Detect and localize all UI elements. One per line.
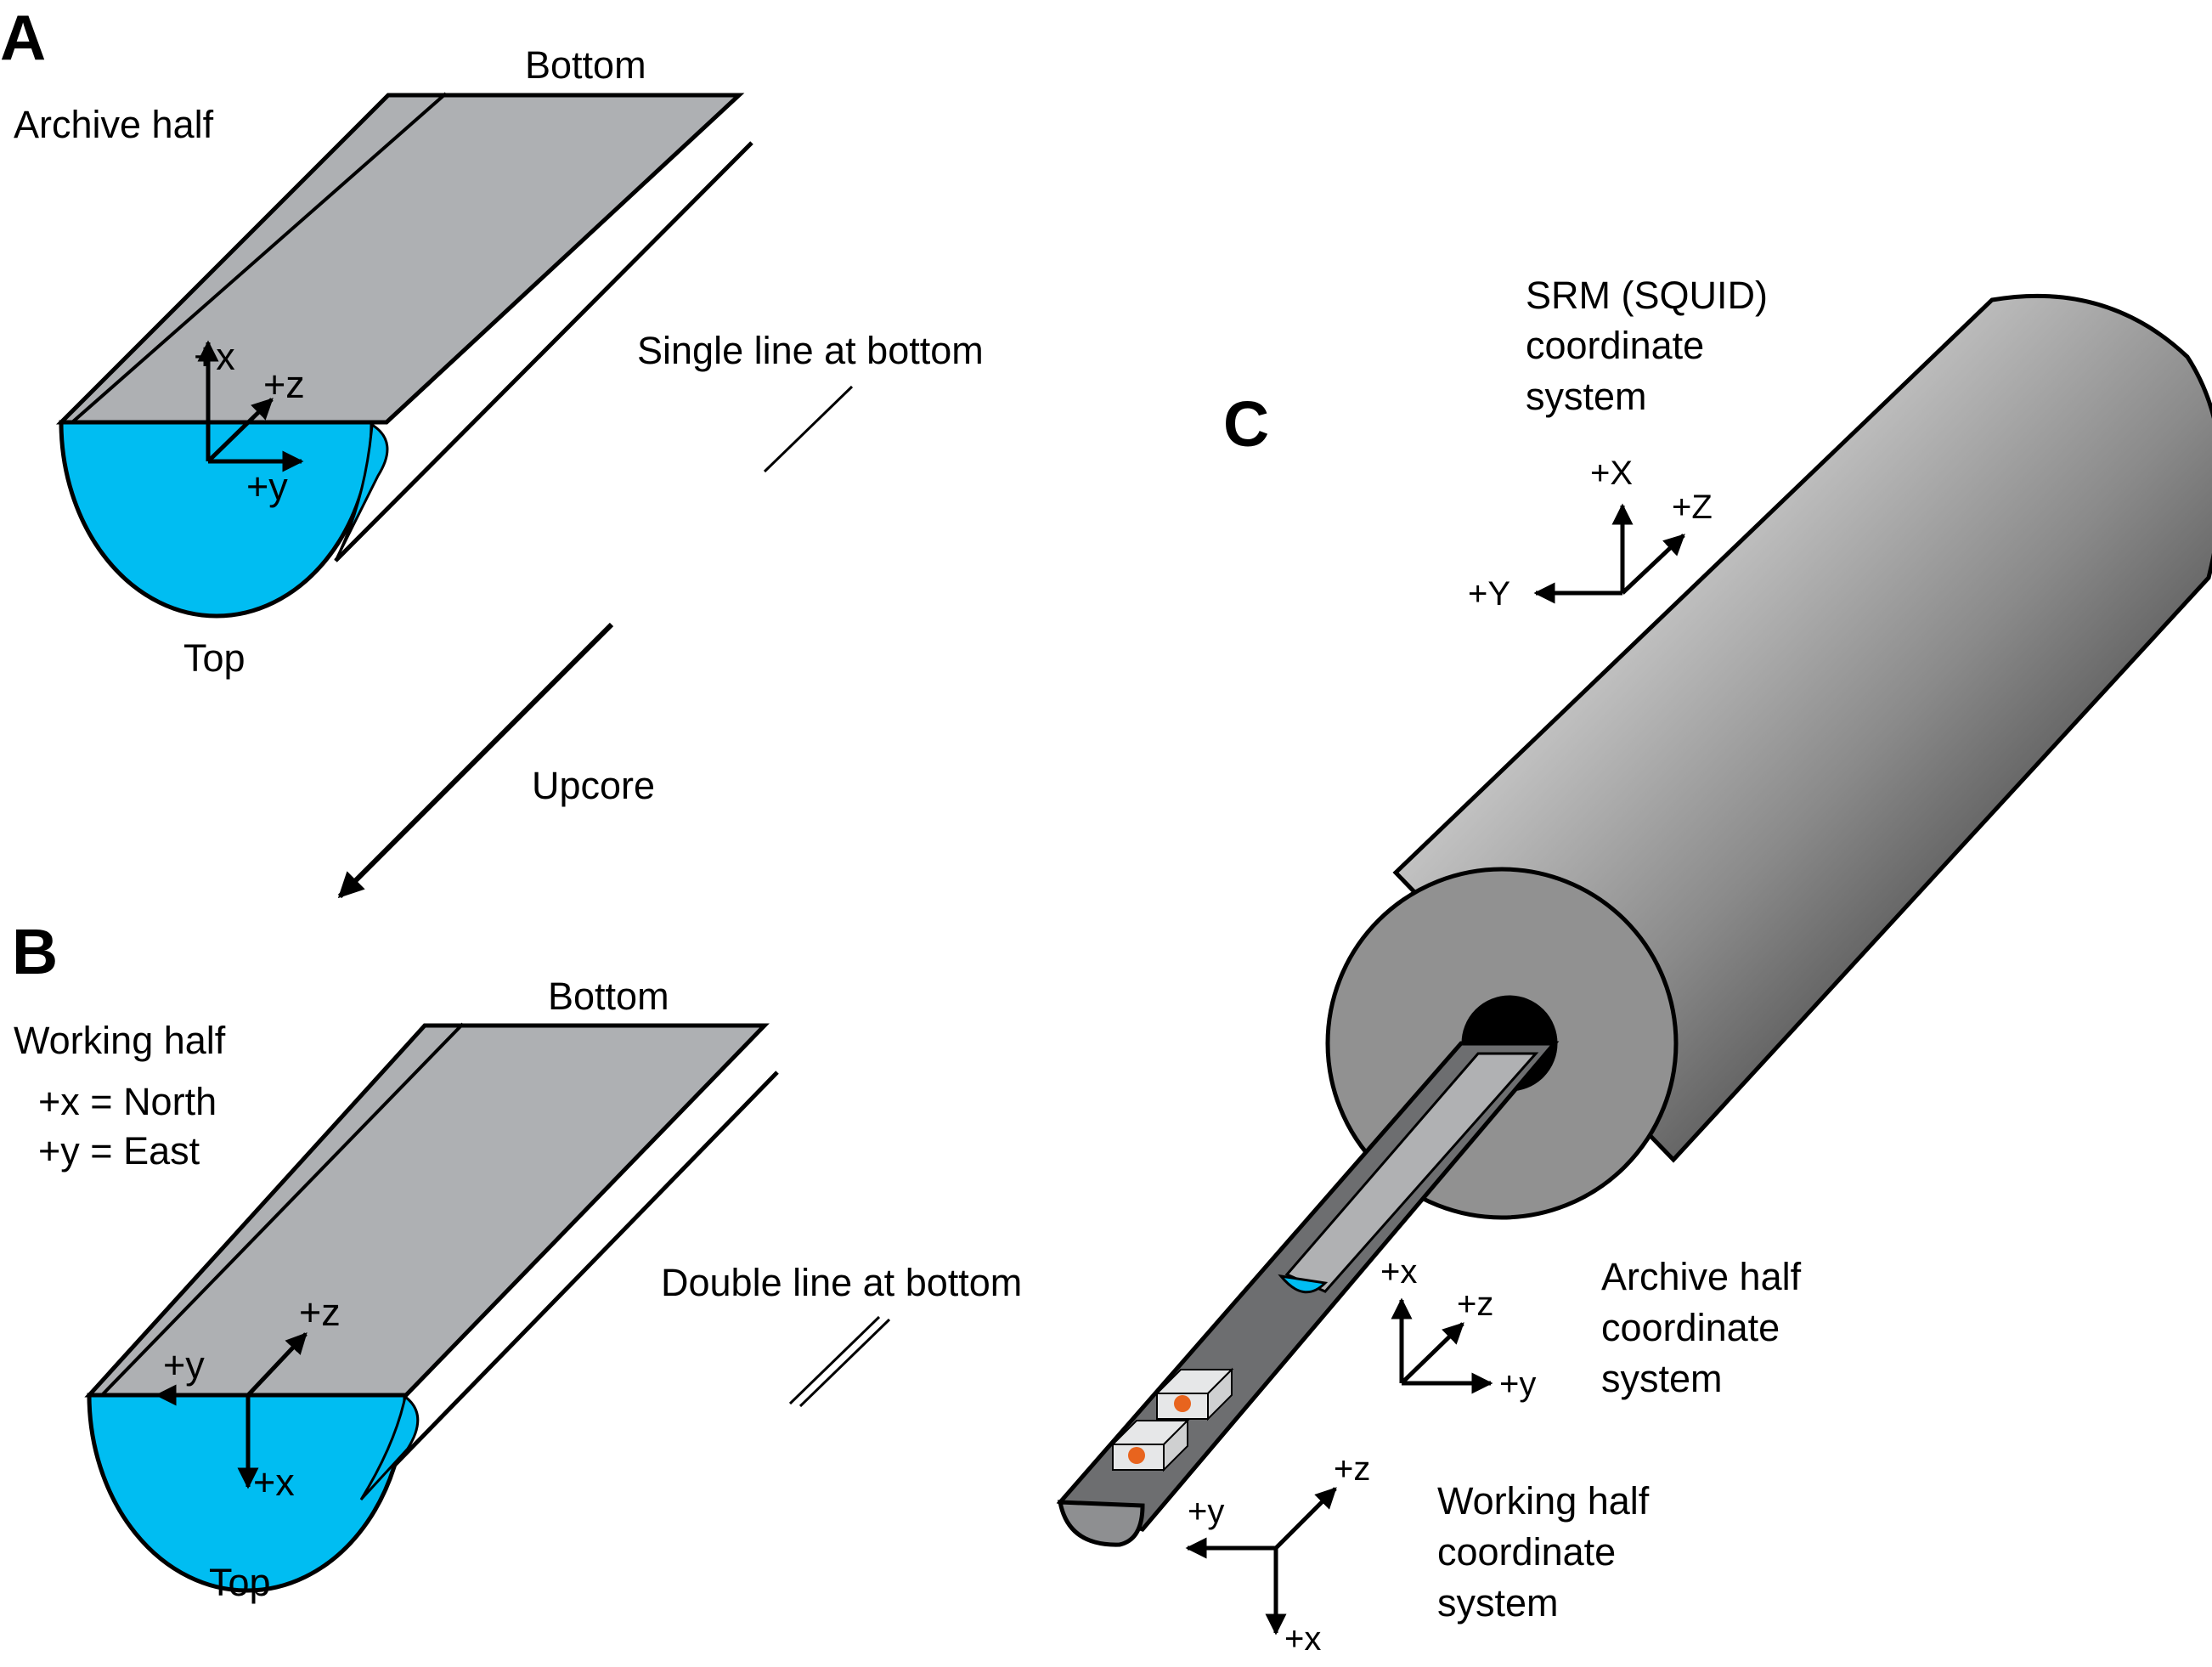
working-c-label-line-2: coordinate xyxy=(1437,1530,1616,1574)
panel-b-bottom-label: Bottom xyxy=(548,975,669,1018)
double-line-legend: Double line at bottom xyxy=(661,1261,1022,1408)
double-line-label: Double line at bottom xyxy=(661,1261,1022,1304)
archive-axis-x-label: +x xyxy=(194,335,235,378)
sample-cube xyxy=(1154,1367,1234,1421)
archive-core-rim-line xyxy=(71,92,448,424)
srm-axis-z-label: +Z xyxy=(1672,489,1713,526)
working-core-shell-line xyxy=(359,1071,779,1501)
double-line-mark-1 xyxy=(788,1315,881,1405)
archive-c-axis-x-label: +x xyxy=(1380,1253,1417,1291)
srm-label-line-3: system xyxy=(1526,375,1647,418)
archive-c-label-line-1: Archive half xyxy=(1601,1255,1802,1298)
panel-b-note-east: +y = East xyxy=(38,1129,200,1173)
srm-axes: +X +Z +Y xyxy=(1468,455,1713,613)
srm-axis-y-label: +Y xyxy=(1468,575,1510,613)
working-c-label-line-1: Working half xyxy=(1437,1479,1650,1523)
archive-axis-z-label: +z xyxy=(263,363,305,406)
archive-half-mini-section xyxy=(1278,1274,1329,1294)
panel-c-letter: C xyxy=(1223,388,1269,460)
working-half-axes: +z +y +x xyxy=(155,1291,341,1504)
panel-c: C xyxy=(1056,274,2212,1658)
panel-b: B Working half +x = North +y = East Bott… xyxy=(12,916,779,1604)
panel-a-bottom-label: Bottom xyxy=(525,43,646,87)
working-half-c-axes: +z +y +x xyxy=(1185,1450,1370,1658)
archive-c-axis-z-label: +z xyxy=(1457,1286,1493,1323)
archive-core-side-sliver xyxy=(334,422,389,562)
working-core-end-cap xyxy=(87,1393,408,1593)
archive-core-shell-line xyxy=(334,141,753,562)
upcore-label: Upcore xyxy=(532,764,655,807)
archive-c-axis-y-label: +y xyxy=(1499,1365,1536,1403)
working-axis-y-label: +y xyxy=(163,1343,205,1387)
srm-label-line-1: SRM (SQUID) xyxy=(1526,274,1768,317)
working-core-rim-line xyxy=(100,1022,465,1397)
archive-half-axes: +x +z +y xyxy=(194,335,305,508)
working-c-axis-y-label: +y xyxy=(1188,1493,1224,1530)
archive-c-label-line-2: coordinate xyxy=(1601,1306,1780,1349)
sample-tray xyxy=(1056,1041,1560,1547)
archive-c-label-line-3: system xyxy=(1601,1357,1723,1400)
panel-a-title: Archive half xyxy=(14,103,214,146)
panel-a: A Archive half Bottom +x +z +y Top xyxy=(0,2,753,680)
working-core-side-sliver xyxy=(359,1394,420,1501)
srm-label-line-2: coordinate xyxy=(1526,324,1704,367)
panel-b-top-label: Top xyxy=(209,1561,271,1604)
panel-b-note-north: +x = North xyxy=(38,1080,217,1123)
single-line-label: Single line at bottom xyxy=(637,329,984,372)
working-axis-z-label: +z xyxy=(299,1291,341,1334)
working-axis-x-label: +x xyxy=(253,1461,295,1504)
archive-half-c-axes: +x +z +y xyxy=(1380,1253,1536,1403)
tray-end-cap xyxy=(1057,1500,1145,1547)
upcore-arrow: Upcore xyxy=(337,622,655,899)
double-line-mark-2 xyxy=(798,1318,891,1408)
panel-b-title: Working half xyxy=(14,1019,226,1062)
panel-a-top-label: Top xyxy=(183,636,245,680)
archive-axis-y-label: +y xyxy=(246,465,288,508)
working-c-axis-x-label: +x xyxy=(1284,1620,1321,1658)
single-line-legend: Single line at bottom xyxy=(637,329,984,473)
panel-a-letter: A xyxy=(0,2,46,73)
srm-axis-x-label: +X xyxy=(1590,455,1633,492)
panel-b-letter: B xyxy=(12,916,58,987)
working-c-label-line-3: system xyxy=(1437,1581,1559,1625)
working-c-axis-z-label: +z xyxy=(1334,1450,1370,1488)
single-line-mark xyxy=(763,385,854,473)
sample-cube xyxy=(1110,1418,1190,1472)
